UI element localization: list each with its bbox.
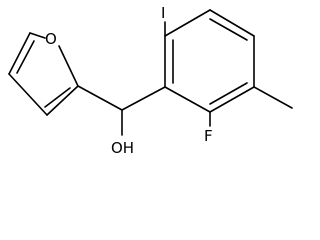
bond-b2-b3 xyxy=(164,9,211,37)
bond-c4-c5-double xyxy=(16,40,35,74)
bond-c5-o xyxy=(29,32,46,39)
benzene-ring xyxy=(164,9,255,113)
bond-furan-ch xyxy=(77,85,123,111)
atom-label-fluorine: F xyxy=(204,127,213,145)
bond-b5-b6 xyxy=(209,86,255,113)
bond-c4-c5 xyxy=(8,32,31,75)
atom-label-iodine: I xyxy=(161,4,165,22)
bond-b5-b6-double xyxy=(209,82,248,105)
furan-ring xyxy=(8,32,79,116)
bond-ch-aryl xyxy=(121,86,166,111)
bond-c2-c3 xyxy=(46,85,79,116)
bond-b6-b1 xyxy=(164,86,211,113)
atom-label-hydroxyl: OH xyxy=(111,139,134,157)
atom-label-oxygen: O xyxy=(45,30,57,48)
bond-c3-c4-double xyxy=(44,87,71,108)
bond-b3-b4-double xyxy=(209,18,248,41)
bond-c3-c4 xyxy=(8,73,48,116)
bond-aryl-methyl xyxy=(253,86,293,109)
bond-o-c2 xyxy=(58,45,79,87)
bond-b3-b4 xyxy=(209,9,255,37)
structure-canvas: O I F OH xyxy=(8,4,293,157)
